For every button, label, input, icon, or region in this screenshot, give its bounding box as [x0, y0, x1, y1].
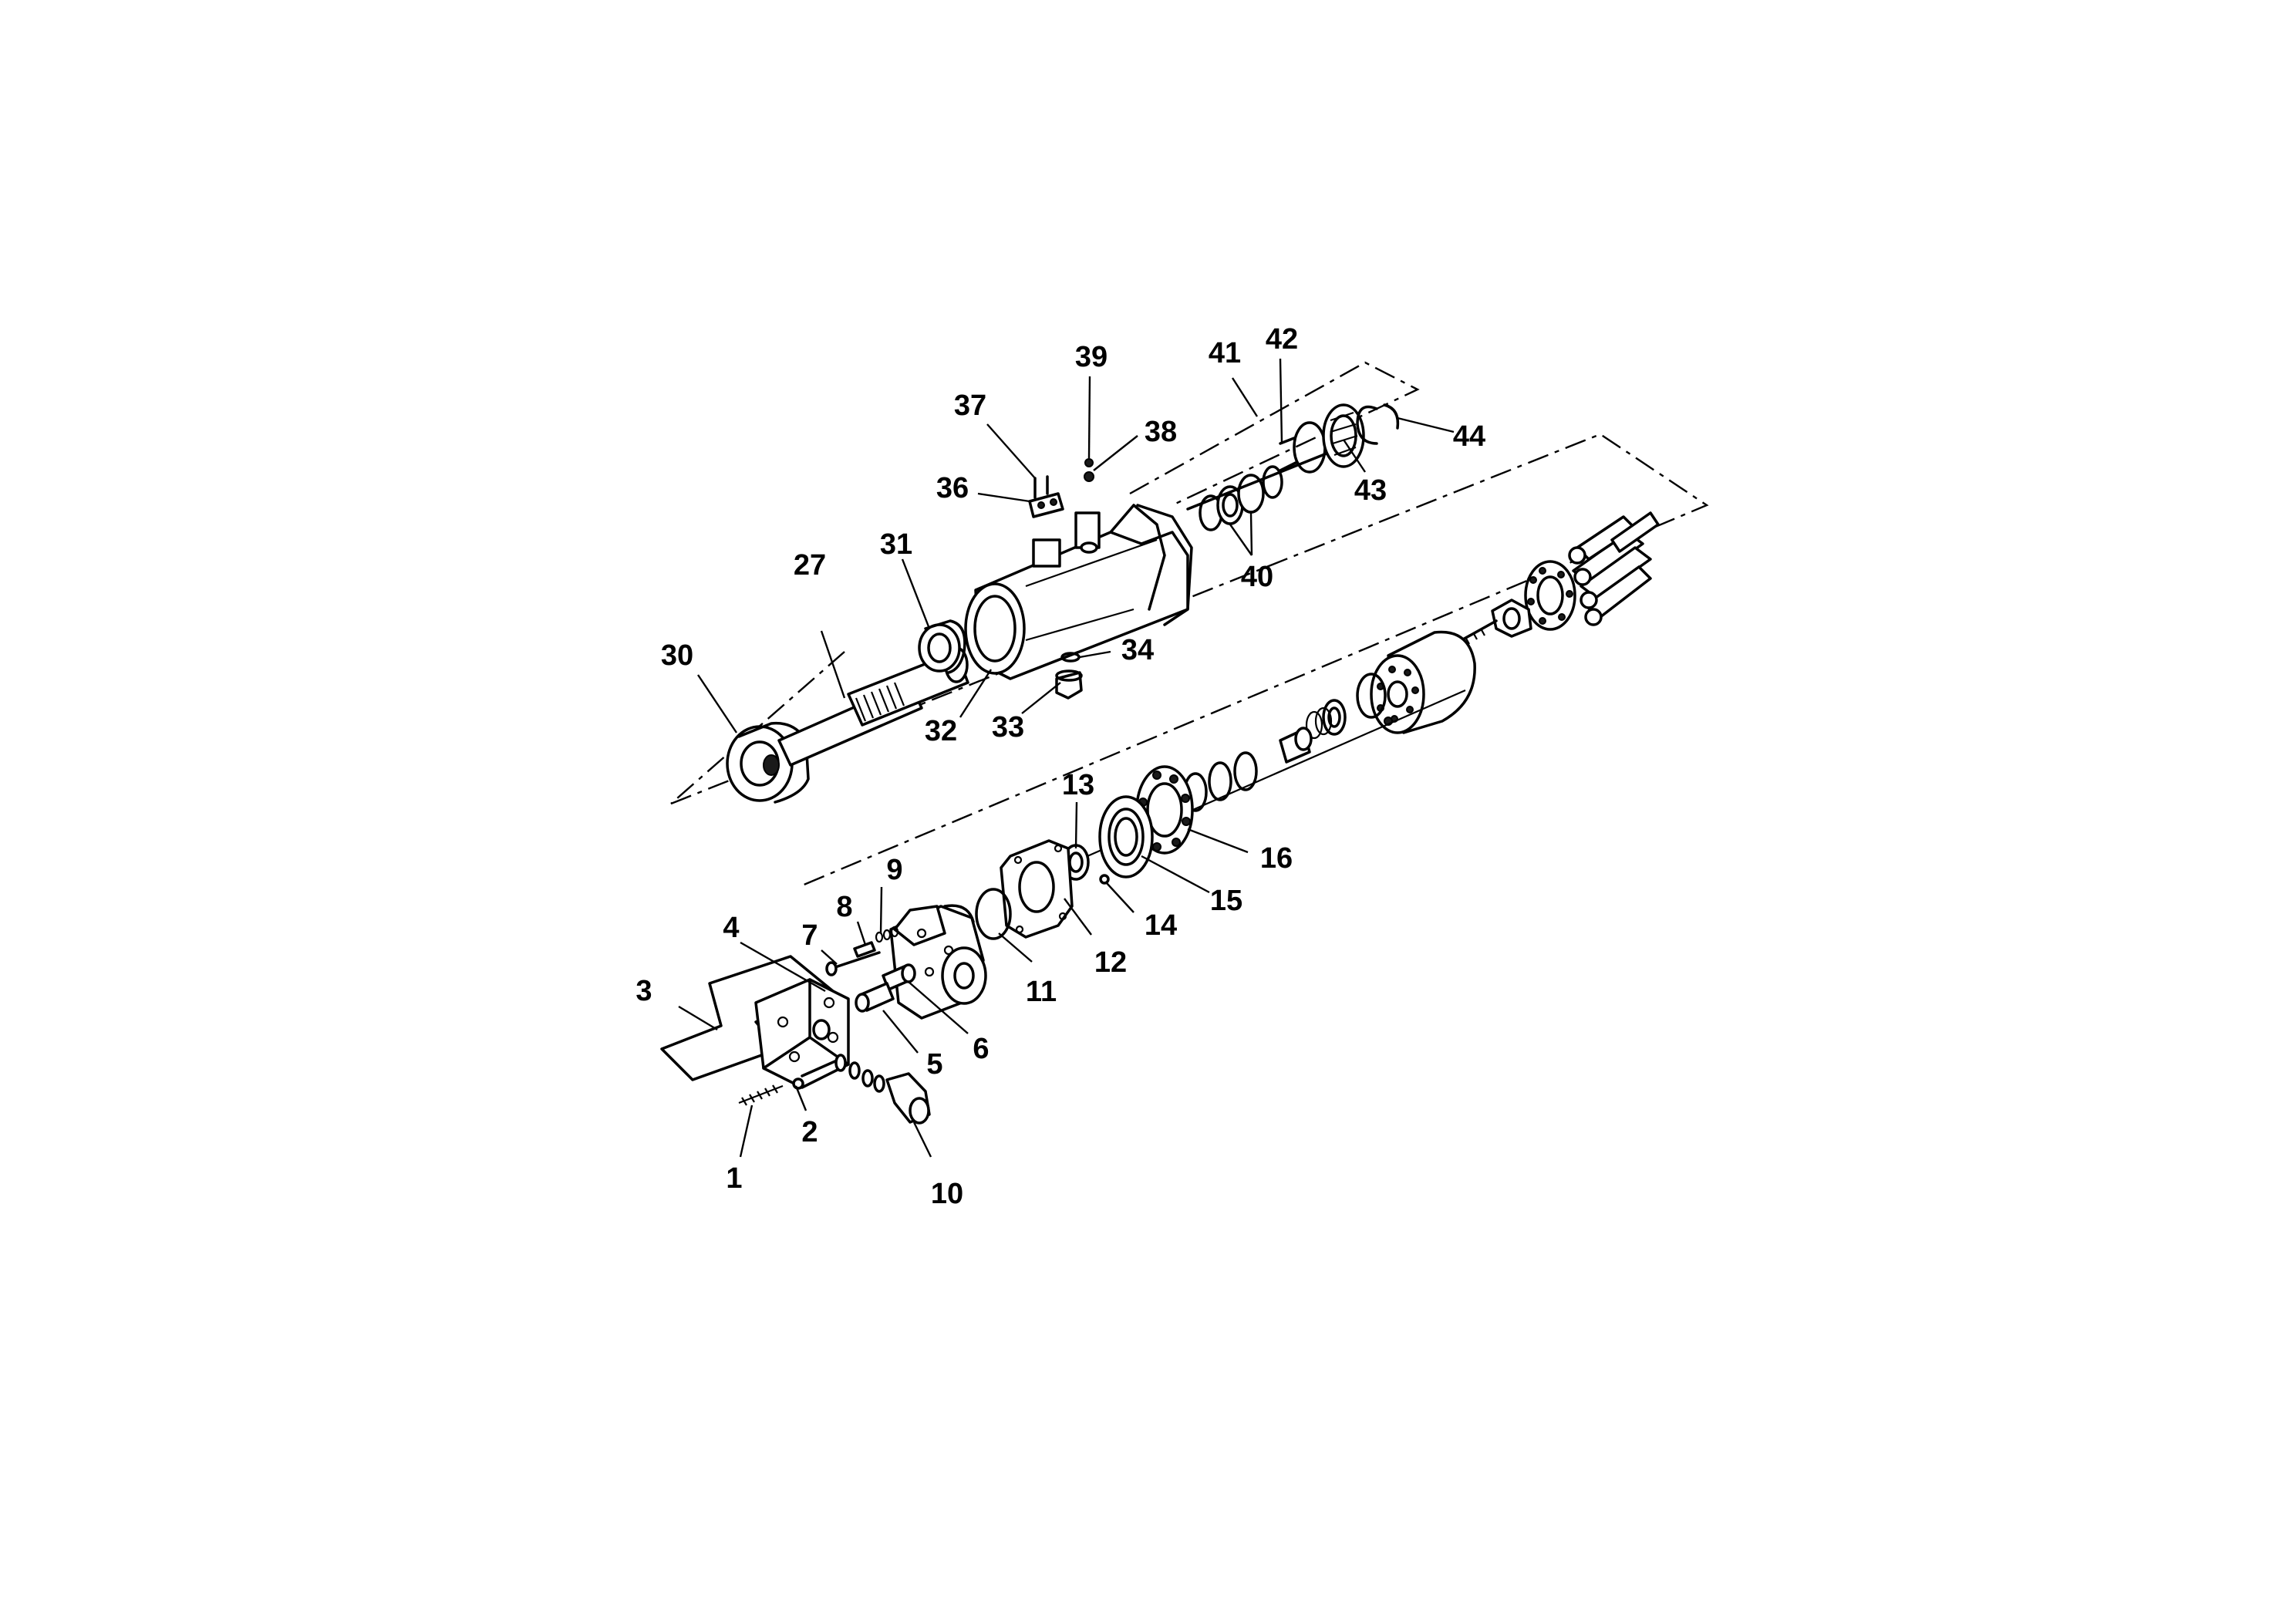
callout-2: 2 — [801, 1116, 818, 1148]
spring-1 — [738, 1084, 784, 1106]
callout-15: 15 — [1210, 885, 1242, 917]
plate-36 — [1028, 492, 1064, 518]
callout-11: 11 — [1026, 976, 1057, 1008]
pump-housing — [964, 504, 1193, 680]
pin-14 — [1099, 874, 1110, 885]
callout-34: 34 — [1121, 634, 1154, 666]
control-block — [754, 978, 850, 1089]
callout-16: 16 — [1260, 842, 1293, 875]
callout-6: 6 — [973, 1033, 989, 1065]
plug-38 — [1084, 471, 1094, 482]
callout-37: 37 — [954, 389, 986, 422]
spring-9 — [875, 926, 899, 943]
callout-4: 4 — [723, 912, 739, 944]
screw-37 — [1033, 475, 1049, 499]
valve-plate-ring — [1356, 673, 1393, 726]
oring-11 — [975, 888, 1012, 940]
bolt-set — [1568, 511, 1660, 626]
bearing-43 — [1293, 403, 1365, 474]
callout-30: 30 — [661, 639, 693, 672]
callout-43: 43 — [1354, 474, 1387, 507]
shaft-41 — [1186, 446, 1344, 511]
shaft-2 — [792, 1077, 804, 1090]
snap-ring-44 — [1356, 403, 1400, 445]
callout-12: 12 — [1094, 946, 1127, 979]
callout-31: 31 — [880, 528, 912, 561]
spring-bush — [1305, 699, 1347, 740]
bearing-31 — [918, 619, 966, 674]
callout-13: 13 — [1062, 769, 1094, 801]
rings-set — [1183, 751, 1258, 812]
center-pin — [1460, 619, 1498, 645]
callout-27: 27 — [794, 549, 826, 582]
plug-33 — [1055, 669, 1083, 700]
gasket-12 — [1000, 839, 1074, 939]
callout-5: 5 — [926, 1048, 942, 1081]
callout-14: 14 — [1145, 909, 1177, 942]
cartridge-10 — [801, 1054, 931, 1125]
callout-9: 9 — [886, 854, 902, 886]
valve-body — [889, 904, 987, 1020]
bolt-7 — [825, 951, 881, 976]
bearing-15 — [1098, 795, 1154, 878]
callout-39: 39 — [1075, 341, 1108, 373]
callout-36: 36 — [936, 472, 969, 504]
callout-32: 32 — [925, 715, 957, 747]
callout-8: 8 — [836, 891, 852, 923]
callout-1: 1 — [726, 1162, 742, 1195]
flange-seal-30 — [726, 721, 810, 804]
retainer-plate — [1524, 560, 1576, 631]
plug-39 — [1084, 458, 1094, 467]
callout-40: 40 — [1241, 561, 1273, 593]
oring-34 — [1060, 652, 1081, 663]
callout-3: 3 — [636, 975, 652, 1007]
leader-lines — [678, 358, 1455, 1158]
callout-10: 10 — [931, 1178, 963, 1210]
callout-33: 33 — [992, 711, 1024, 744]
callout-38: 38 — [1145, 416, 1177, 448]
callout-42: 42 — [1266, 323, 1298, 356]
callout-41: 41 — [1209, 337, 1241, 369]
spider — [1491, 599, 1532, 638]
callout-44: 44 — [1453, 420, 1485, 453]
callout-7: 7 — [801, 919, 818, 952]
spool-5 — [855, 982, 895, 1013]
callout-labels: 1 2 3 4 5 6 7 8 9 10 11 12 13 14 15 16 2… — [636, 323, 1485, 1210]
bush — [1279, 727, 1313, 764]
